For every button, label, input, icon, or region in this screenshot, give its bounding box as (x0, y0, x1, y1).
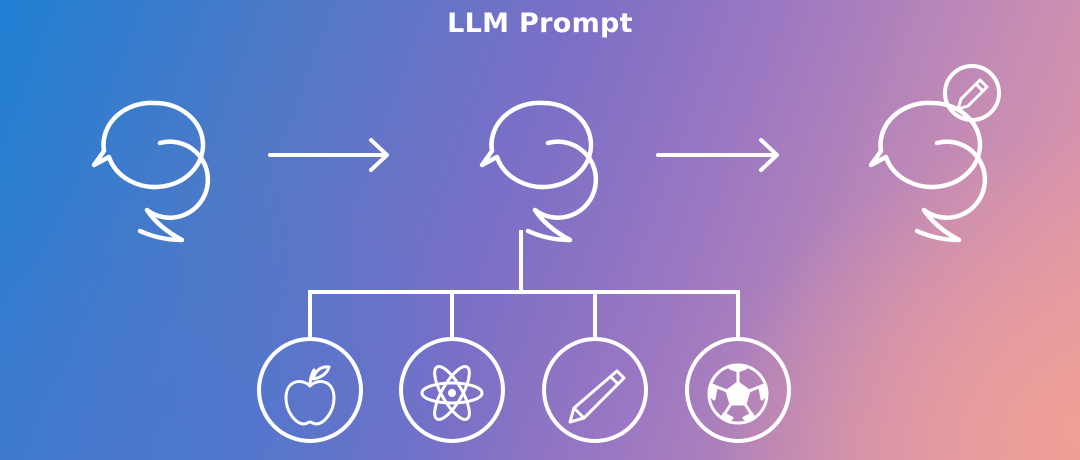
output-bubbles-icon (871, 103, 985, 240)
apple-icon (284, 365, 336, 426)
pencil-icon (568, 369, 626, 424)
branch-connector (308, 230, 740, 340)
topic-circle-atom (399, 337, 505, 443)
pencil-icon (956, 78, 989, 111)
prompt-bubbles-icon (482, 103, 596, 240)
edit-badge (943, 64, 1001, 122)
atom-icon (420, 365, 484, 421)
soccer-ball-icon (707, 363, 769, 425)
arrow-right-1 (268, 138, 389, 172)
topic-circle-apple (257, 337, 363, 443)
input-bubbles-icon (94, 103, 208, 240)
arrow-right-2 (656, 138, 779, 172)
topic-circle-soccer-ball (685, 337, 791, 443)
diagram-title: LLM Prompt (447, 8, 633, 39)
topic-circle-pencil (542, 337, 648, 443)
